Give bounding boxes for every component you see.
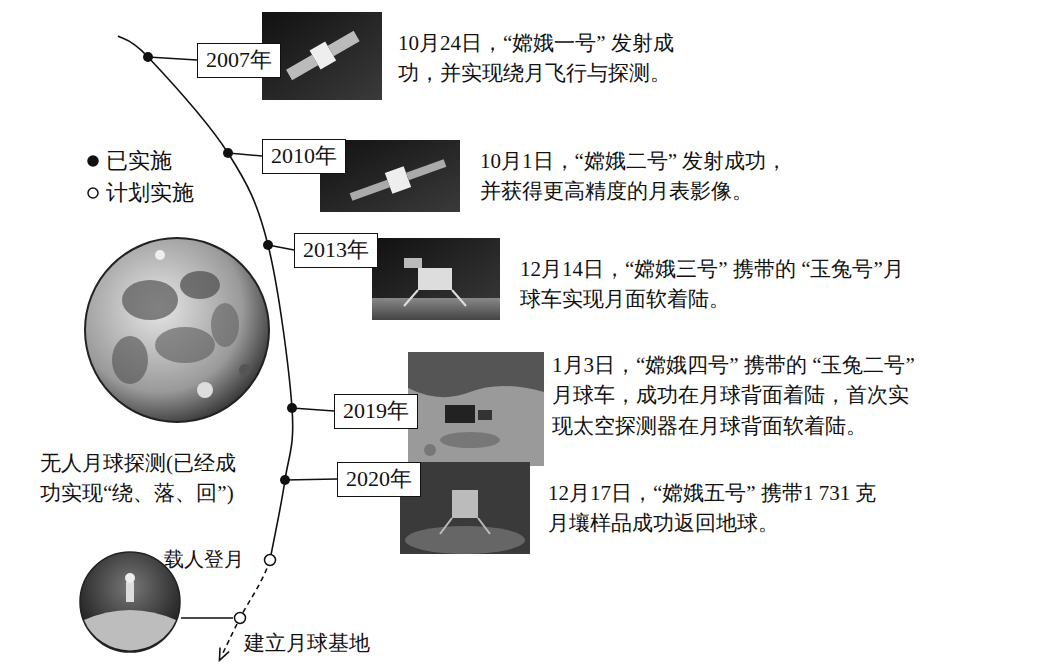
event-text: 1月3日，“嫦娥四号” 携带的 “玉兔二号”月球车，成功在月球背面着陆，首次实现… xyxy=(552,350,924,441)
done-dot xyxy=(280,475,290,485)
year-text: 2010年 xyxy=(271,143,337,169)
leader-line xyxy=(292,408,334,411)
year-text: 2019年 xyxy=(343,398,409,424)
event-text: 12月14日，“嫦娥三号” 携带的 “玉兔号”月球车实现月面软着陆。 xyxy=(520,254,905,315)
event-text: 10月1日，“嫦娥二号” 发射成功，并获得更高精度的月表影像。 xyxy=(480,146,802,207)
year-box: 2010年 xyxy=(262,139,346,174)
note-text: 无人月球探测(已经成功实现“绕、落、回”) xyxy=(40,448,245,509)
done-dot xyxy=(263,240,273,250)
note-text: 建立月球基地 xyxy=(244,628,370,658)
photo-change4 xyxy=(408,352,544,466)
event-text: 10月24日，“嫦娥一号” 发射成功，并实现绕月飞行与探测。 xyxy=(398,28,690,89)
legend-symbol xyxy=(86,154,100,168)
done-dot xyxy=(287,403,297,413)
note-text: 载人登月 xyxy=(164,545,244,574)
done-dot xyxy=(223,148,233,158)
year-text: 2020年 xyxy=(346,466,412,492)
year-box: 2007年 xyxy=(197,43,281,78)
legend-row: 已实施 xyxy=(86,146,172,176)
done-dot xyxy=(143,52,153,62)
leader-line xyxy=(228,153,262,156)
arrow-head xyxy=(219,647,229,660)
event-text: 12月17日，“嫦娥五号” 携带1 731 克月壤样品成功返回地球。 xyxy=(548,478,896,539)
legend-text: 计划实施 xyxy=(106,178,194,208)
year-text: 2013年 xyxy=(303,237,369,263)
moon-picture xyxy=(85,238,269,422)
year-text: 2007年 xyxy=(206,47,272,73)
leader-line xyxy=(148,57,197,60)
legend-text: 已实施 xyxy=(106,146,172,176)
legend-symbol xyxy=(86,186,100,200)
planned-dot xyxy=(235,613,246,624)
year-box: 2020年 xyxy=(337,462,421,497)
photo-change3 xyxy=(372,238,500,320)
planned-dot xyxy=(265,555,276,566)
legend-row: 计划实施 xyxy=(86,178,194,208)
year-box: 2013年 xyxy=(294,233,378,268)
year-box: 2019年 xyxy=(334,394,418,429)
leader-line xyxy=(285,479,337,480)
timeline-curve xyxy=(118,36,293,560)
